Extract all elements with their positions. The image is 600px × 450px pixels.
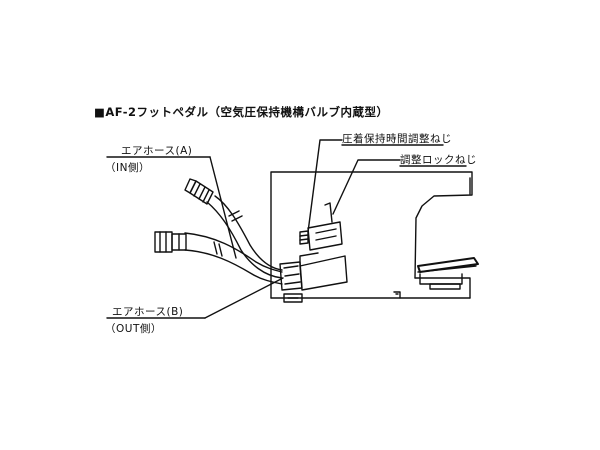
timing-screw-leader	[307, 139, 343, 233]
hose-fitting-block	[279, 261, 303, 291]
pedal-housing	[270, 171, 473, 299]
hose-b-side-label: （OUT側）	[105, 323, 162, 335]
air-hose-a	[184, 178, 283, 279]
air-hose-b	[154, 231, 283, 285]
hose-b-leader	[204, 277, 284, 319]
hose-a-leader	[209, 156, 237, 259]
base-feet	[283, 291, 401, 303]
hose-a-side-label: （IN側）	[105, 162, 150, 174]
valve-body	[299, 202, 348, 291]
lock-screw-label: 調整ロックねじ	[400, 154, 477, 166]
lock-screw-leader	[332, 159, 401, 215]
hose-a-label: エアホース(A)	[121, 145, 193, 157]
timing-screw-label: 圧着保持時間調整ねじ	[342, 133, 452, 145]
diagram-title: ■AF-2フットペダル（空気圧保持機構バルブ内蔵型）	[94, 105, 389, 119]
foot-plate	[417, 257, 479, 290]
hose-b-label: エアホース(B)	[112, 306, 184, 318]
